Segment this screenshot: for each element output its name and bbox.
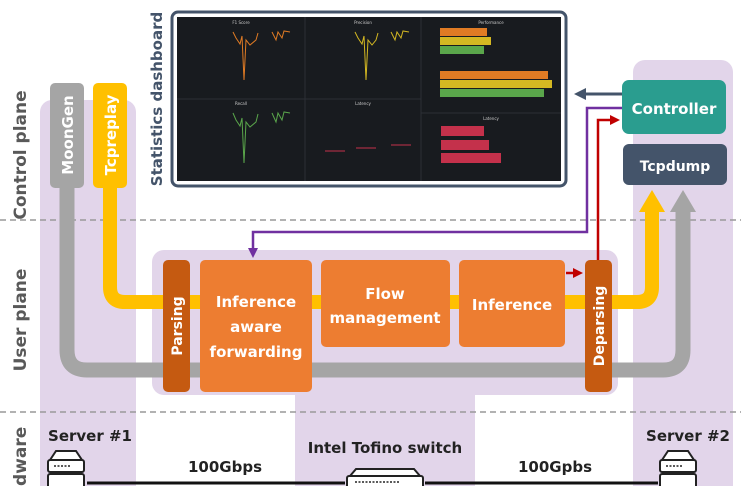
iaf-line-1: Inference	[216, 293, 296, 311]
server2-icon	[659, 450, 697, 486]
perf-bar-flow-recall	[440, 89, 544, 97]
moongen-label: MoonGen	[59, 95, 77, 174]
controller-box[interactable]: Controller	[622, 80, 726, 134]
precision-line	[354, 31, 379, 81]
perf-bar-packet-precision	[440, 37, 491, 45]
moongen-traffic-pipe	[59, 185, 691, 378]
panel-performance-title: Performance	[478, 20, 504, 25]
tcpdump-label: Tcpdump	[640, 159, 711, 175]
parsing-label: Parsing	[170, 296, 186, 355]
inference-stage: Inference	[459, 260, 565, 347]
panel-latency-line-title: Latency	[355, 101, 371, 106]
latency-bar-1	[441, 126, 484, 136]
perf-bar-flow-f1	[440, 71, 548, 79]
controller-label: Controller	[632, 100, 717, 118]
parsing-stage: Parsing	[163, 260, 190, 392]
precision-line-2	[390, 30, 410, 42]
hardware-plane-label: dware	[11, 427, 31, 486]
dashboard-title: Statistics dashboard	[148, 12, 166, 186]
flow-line-2: management	[329, 309, 440, 327]
moongen-arrowhead	[670, 190, 696, 212]
recall-line	[232, 112, 259, 164]
iaf-line-3: forwarding	[210, 343, 303, 361]
deparsing-label: Deparsing	[592, 286, 608, 367]
f1-line-2	[271, 30, 291, 42]
server2-label: Server #2	[646, 427, 730, 445]
link1-label: 100Gbps	[188, 458, 262, 476]
tcpreplay-arrowhead	[639, 190, 665, 212]
deparsing-stage: Deparsing	[585, 260, 612, 392]
latency-bar-3	[441, 153, 501, 163]
perf-bar-packet-recall	[440, 46, 484, 54]
panel-precision-title: Precision	[354, 20, 372, 25]
tcpdump-box[interactable]: Tcpdump	[623, 144, 727, 185]
panel-latency-bar-title: Latency	[483, 116, 499, 121]
panel-recall-title: Recall	[235, 101, 247, 106]
inference-aware-forwarding-stage: Inference aware forwarding	[200, 260, 312, 392]
link2-label: 100Gpbs	[518, 458, 592, 476]
statistics-dashboard[interactable]: F1 Score Precision Recall Latency Perfor…	[170, 10, 568, 188]
tcpreplay-label: Tcpreplay	[102, 94, 120, 175]
perf-bar-flow-precision	[440, 80, 552, 88]
latency-bar-2	[441, 140, 489, 150]
server1-icon	[47, 450, 85, 486]
switch-label: Intel Tofino switch	[308, 439, 463, 457]
controller-to-forwarding-arrow	[248, 106, 622, 258]
tcpreplay-box[interactable]: Tcpreplay	[93, 83, 127, 188]
deparsing-to-controller-arrow	[596, 115, 620, 260]
f1-line	[232, 31, 259, 81]
user-plane-label: User plane	[11, 269, 31, 372]
control-plane-label: Control plane	[11, 90, 31, 219]
perf-bar-packet-f1	[440, 28, 487, 36]
flow-management-stage: Flow management	[321, 260, 450, 347]
recall-line-2	[271, 111, 291, 124]
flow-line-1: Flow	[365, 285, 405, 303]
inference-label: Inference	[472, 296, 552, 314]
switch-icon	[346, 468, 424, 486]
server1-label: Server #1	[48, 427, 132, 445]
iaf-line-2: aware	[230, 318, 282, 336]
moongen-box[interactable]: MoonGen	[50, 83, 84, 188]
panel-f1-title: F1 Score	[232, 20, 250, 25]
